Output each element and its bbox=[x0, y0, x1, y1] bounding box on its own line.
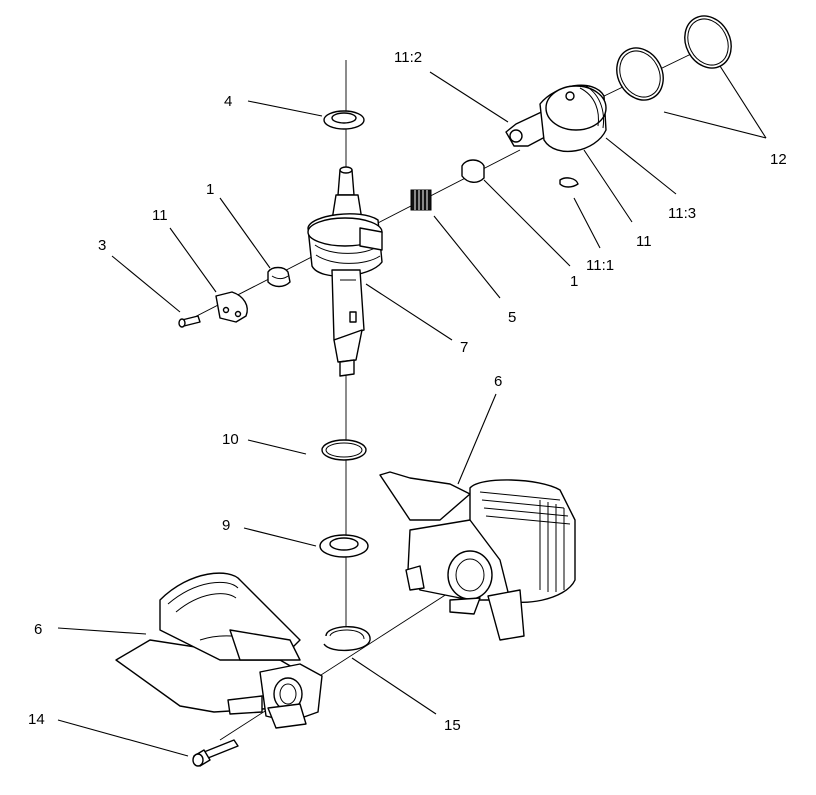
callout-4: 4 bbox=[224, 93, 232, 110]
leader-1-right bbox=[483, 179, 571, 267]
retaining-ring-part bbox=[323, 626, 371, 651]
leader-11-1 bbox=[573, 197, 601, 249]
callout-1-left: 1 bbox=[206, 181, 214, 198]
leader-5 bbox=[433, 215, 501, 299]
callout-3: 3 bbox=[98, 237, 106, 254]
case-axis-line bbox=[219, 591, 451, 741]
callout-7: 7 bbox=[460, 339, 468, 356]
piston-part bbox=[539, 84, 607, 153]
piston-ring-1-part bbox=[616, 47, 664, 101]
cylinder-block-part bbox=[379, 471, 576, 641]
callout-1-right: 1 bbox=[570, 273, 578, 290]
leader-14 bbox=[57, 719, 189, 757]
leader-6-left bbox=[57, 627, 147, 635]
leader-11-3 bbox=[605, 137, 677, 195]
callout-11-right: 11 bbox=[636, 233, 652, 250]
leader-11-right bbox=[583, 149, 633, 223]
leader-4 bbox=[247, 100, 323, 117]
bearing-half-right-part bbox=[461, 159, 485, 183]
callout-12: 12 bbox=[770, 151, 787, 168]
oil-seal-part bbox=[319, 534, 369, 558]
leader-11-left bbox=[169, 227, 217, 293]
leader-7 bbox=[365, 283, 453, 341]
cap-screw-part bbox=[178, 315, 201, 328]
piston-pin-clip-part bbox=[559, 177, 579, 188]
seal-ring-part bbox=[323, 110, 365, 130]
callout-14: 14 bbox=[28, 711, 45, 728]
leader-11-2 bbox=[429, 71, 509, 123]
callout-11-1: 11:1 bbox=[586, 257, 614, 274]
leader-12-a bbox=[663, 111, 767, 139]
callout-10: 10 bbox=[222, 431, 239, 448]
callout-15: 15 bbox=[444, 717, 461, 734]
leader-12-b bbox=[719, 65, 767, 139]
bolt-part bbox=[192, 739, 239, 767]
leader-15 bbox=[351, 657, 437, 715]
connecting-rod-cap-part bbox=[215, 291, 248, 323]
crankcase-part bbox=[115, 572, 323, 729]
callout-9: 9 bbox=[222, 517, 230, 534]
callout-6-right: 6 bbox=[494, 373, 502, 390]
piston-ring-2-part bbox=[684, 15, 732, 69]
leader-9 bbox=[243, 527, 317, 547]
oring-part bbox=[321, 439, 367, 461]
callout-11-left: 11 bbox=[152, 207, 168, 224]
callout-6-left: 6 bbox=[34, 621, 42, 638]
callout-5: 5 bbox=[508, 309, 516, 326]
needle-bearing-part bbox=[410, 189, 432, 211]
leader-1-left bbox=[219, 197, 271, 269]
leader-3 bbox=[111, 255, 181, 313]
callout-11-2: 11:2 bbox=[394, 49, 422, 66]
bearing-half-left-part bbox=[267, 266, 291, 288]
callout-11-3: 11:3 bbox=[668, 205, 696, 222]
leader-6-right bbox=[457, 393, 497, 485]
crankshaft-part bbox=[307, 166, 383, 377]
leader-10 bbox=[247, 439, 307, 455]
